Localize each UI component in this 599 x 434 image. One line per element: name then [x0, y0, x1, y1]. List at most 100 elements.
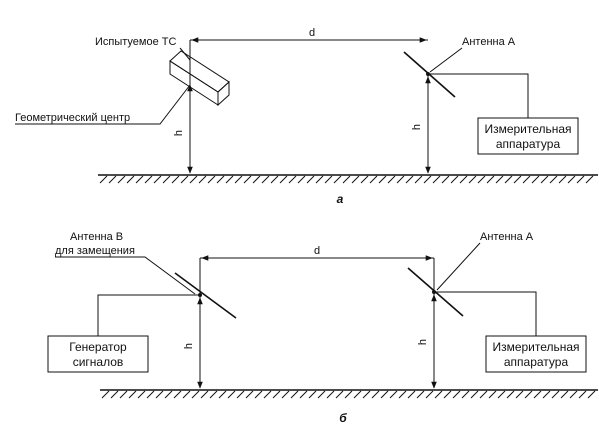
ground-hatch-line	[344, 390, 353, 399]
ground-hatch-line	[288, 175, 297, 184]
ground-b	[100, 389, 598, 399]
ground-hatch-line	[398, 390, 407, 399]
ground-hatch-line	[542, 390, 551, 399]
ground-hatch-line	[225, 175, 234, 184]
ground-hatch-line	[441, 175, 450, 184]
ground-hatch-line	[576, 175, 585, 184]
ground-hatch-line	[227, 390, 236, 399]
caption-a: а	[337, 192, 344, 206]
generator-label-line2: сигналов	[73, 355, 124, 369]
ground-hatch-line	[245, 390, 254, 399]
ground-hatch-line	[144, 175, 153, 184]
antenna-a-label: Антенна А	[462, 36, 516, 48]
ground-hatch-line	[162, 175, 171, 184]
ground-hatch-line	[155, 390, 164, 399]
ground-hatch-line	[425, 390, 434, 399]
ground-hatch-line	[387, 175, 396, 184]
generator-label-line1: Генератор	[69, 340, 127, 354]
ground-hatch-line	[243, 175, 252, 184]
ground-hatch-line	[236, 390, 245, 399]
ground-hatch-line	[504, 175, 513, 184]
ground-hatch-line	[380, 390, 389, 399]
ground-hatch-line	[263, 390, 272, 399]
ground-hatch-line	[389, 390, 398, 399]
ground-hatch-line	[342, 175, 351, 184]
diagram-a: Испытуемое ТС Геометрический центр h d А…	[15, 27, 598, 206]
ground-hatch-line	[99, 175, 108, 184]
ground-hatch-line	[369, 175, 378, 184]
ground-hatch-line	[117, 175, 126, 184]
ground-hatch-line	[279, 175, 288, 184]
ground-hatch-line	[522, 175, 531, 184]
ground-hatch-line	[587, 390, 596, 399]
ground-hatch-line	[216, 175, 225, 184]
geometric-center-label: Геометрический центр	[15, 112, 130, 124]
height-label-right-a: h	[411, 124, 423, 130]
ground-hatch-line	[108, 175, 117, 184]
ground-hatch-line	[452, 390, 461, 399]
ground-hatch-line	[270, 175, 279, 184]
height-label-right-b: h	[417, 339, 429, 345]
ground-hatch-line	[477, 175, 486, 184]
diagram-b: Антенна В для замещения Генератор сигнал…	[47, 231, 598, 425]
equipment-label-a-line1: Измерительная	[484, 122, 571, 136]
tested-vehicle-label: Испытуемое ТС	[95, 36, 176, 48]
ground-hatch-line	[306, 175, 315, 184]
ground-hatch-line	[450, 175, 459, 184]
ground-hatch-line	[495, 175, 504, 184]
ground-hatch-line	[560, 390, 569, 399]
ground-hatch-line	[173, 390, 182, 399]
ground-a	[98, 174, 598, 184]
ground-hatch-line	[405, 175, 414, 184]
ground-hatch-line	[414, 175, 423, 184]
ground-hatch-line	[360, 175, 369, 184]
height-label-left-a: h	[173, 130, 185, 136]
ground-hatch-line	[290, 390, 299, 399]
ground-hatch-line	[524, 390, 533, 399]
ground-hatch-line	[335, 390, 344, 399]
ground-hatch-line	[200, 390, 209, 399]
ground-hatch-line	[308, 390, 317, 399]
ground-hatch-line	[326, 390, 335, 399]
ground-hatch-line	[281, 390, 290, 399]
ground-hatch-line	[317, 390, 326, 399]
ground-hatch-line	[362, 390, 371, 399]
ground-hatch-line	[423, 175, 432, 184]
caption-b: б	[339, 411, 347, 425]
ground-hatch-line	[470, 390, 479, 399]
ground-hatch-line	[479, 390, 488, 399]
ground-hatch-line	[198, 175, 207, 184]
ground-hatch-line	[209, 390, 218, 399]
measuring-equipment-box-b	[485, 335, 587, 373]
ground-hatch-line	[531, 175, 540, 184]
antenna-a-b-label: Антенна А	[480, 231, 534, 243]
ground-hatch-line	[371, 390, 380, 399]
ground-hatch-line	[396, 175, 405, 184]
ground-hatch-line	[351, 175, 360, 184]
signal-generator-box	[47, 335, 149, 373]
ground-hatch-line	[569, 390, 578, 399]
ground-hatch-line	[261, 175, 270, 184]
ground-hatch-line	[180, 175, 189, 184]
ground-hatch-line	[272, 390, 281, 399]
ground-hatch-line	[234, 175, 243, 184]
ground-hatch-line	[378, 175, 387, 184]
ground-hatch-line	[315, 175, 324, 184]
ground-hatch-line	[252, 175, 261, 184]
ground-hatch-line	[110, 390, 119, 399]
ground-hatch-line	[254, 390, 263, 399]
ground-hatch-line	[182, 390, 191, 399]
ground-hatch-line	[171, 175, 180, 184]
ground-hatch-line	[513, 175, 522, 184]
ground-hatch-line	[551, 390, 560, 399]
height-label-left-b: h	[183, 343, 195, 349]
ground-hatch-line	[297, 175, 306, 184]
tested-vehicle-box	[169, 50, 230, 107]
ground-hatch-line	[128, 390, 137, 399]
ground-hatch-line	[153, 175, 162, 184]
measuring-equipment-box-a	[477, 117, 579, 155]
ground-hatch-line	[459, 175, 468, 184]
ground-hatch-line	[506, 390, 515, 399]
ground-hatch-line	[207, 175, 216, 184]
